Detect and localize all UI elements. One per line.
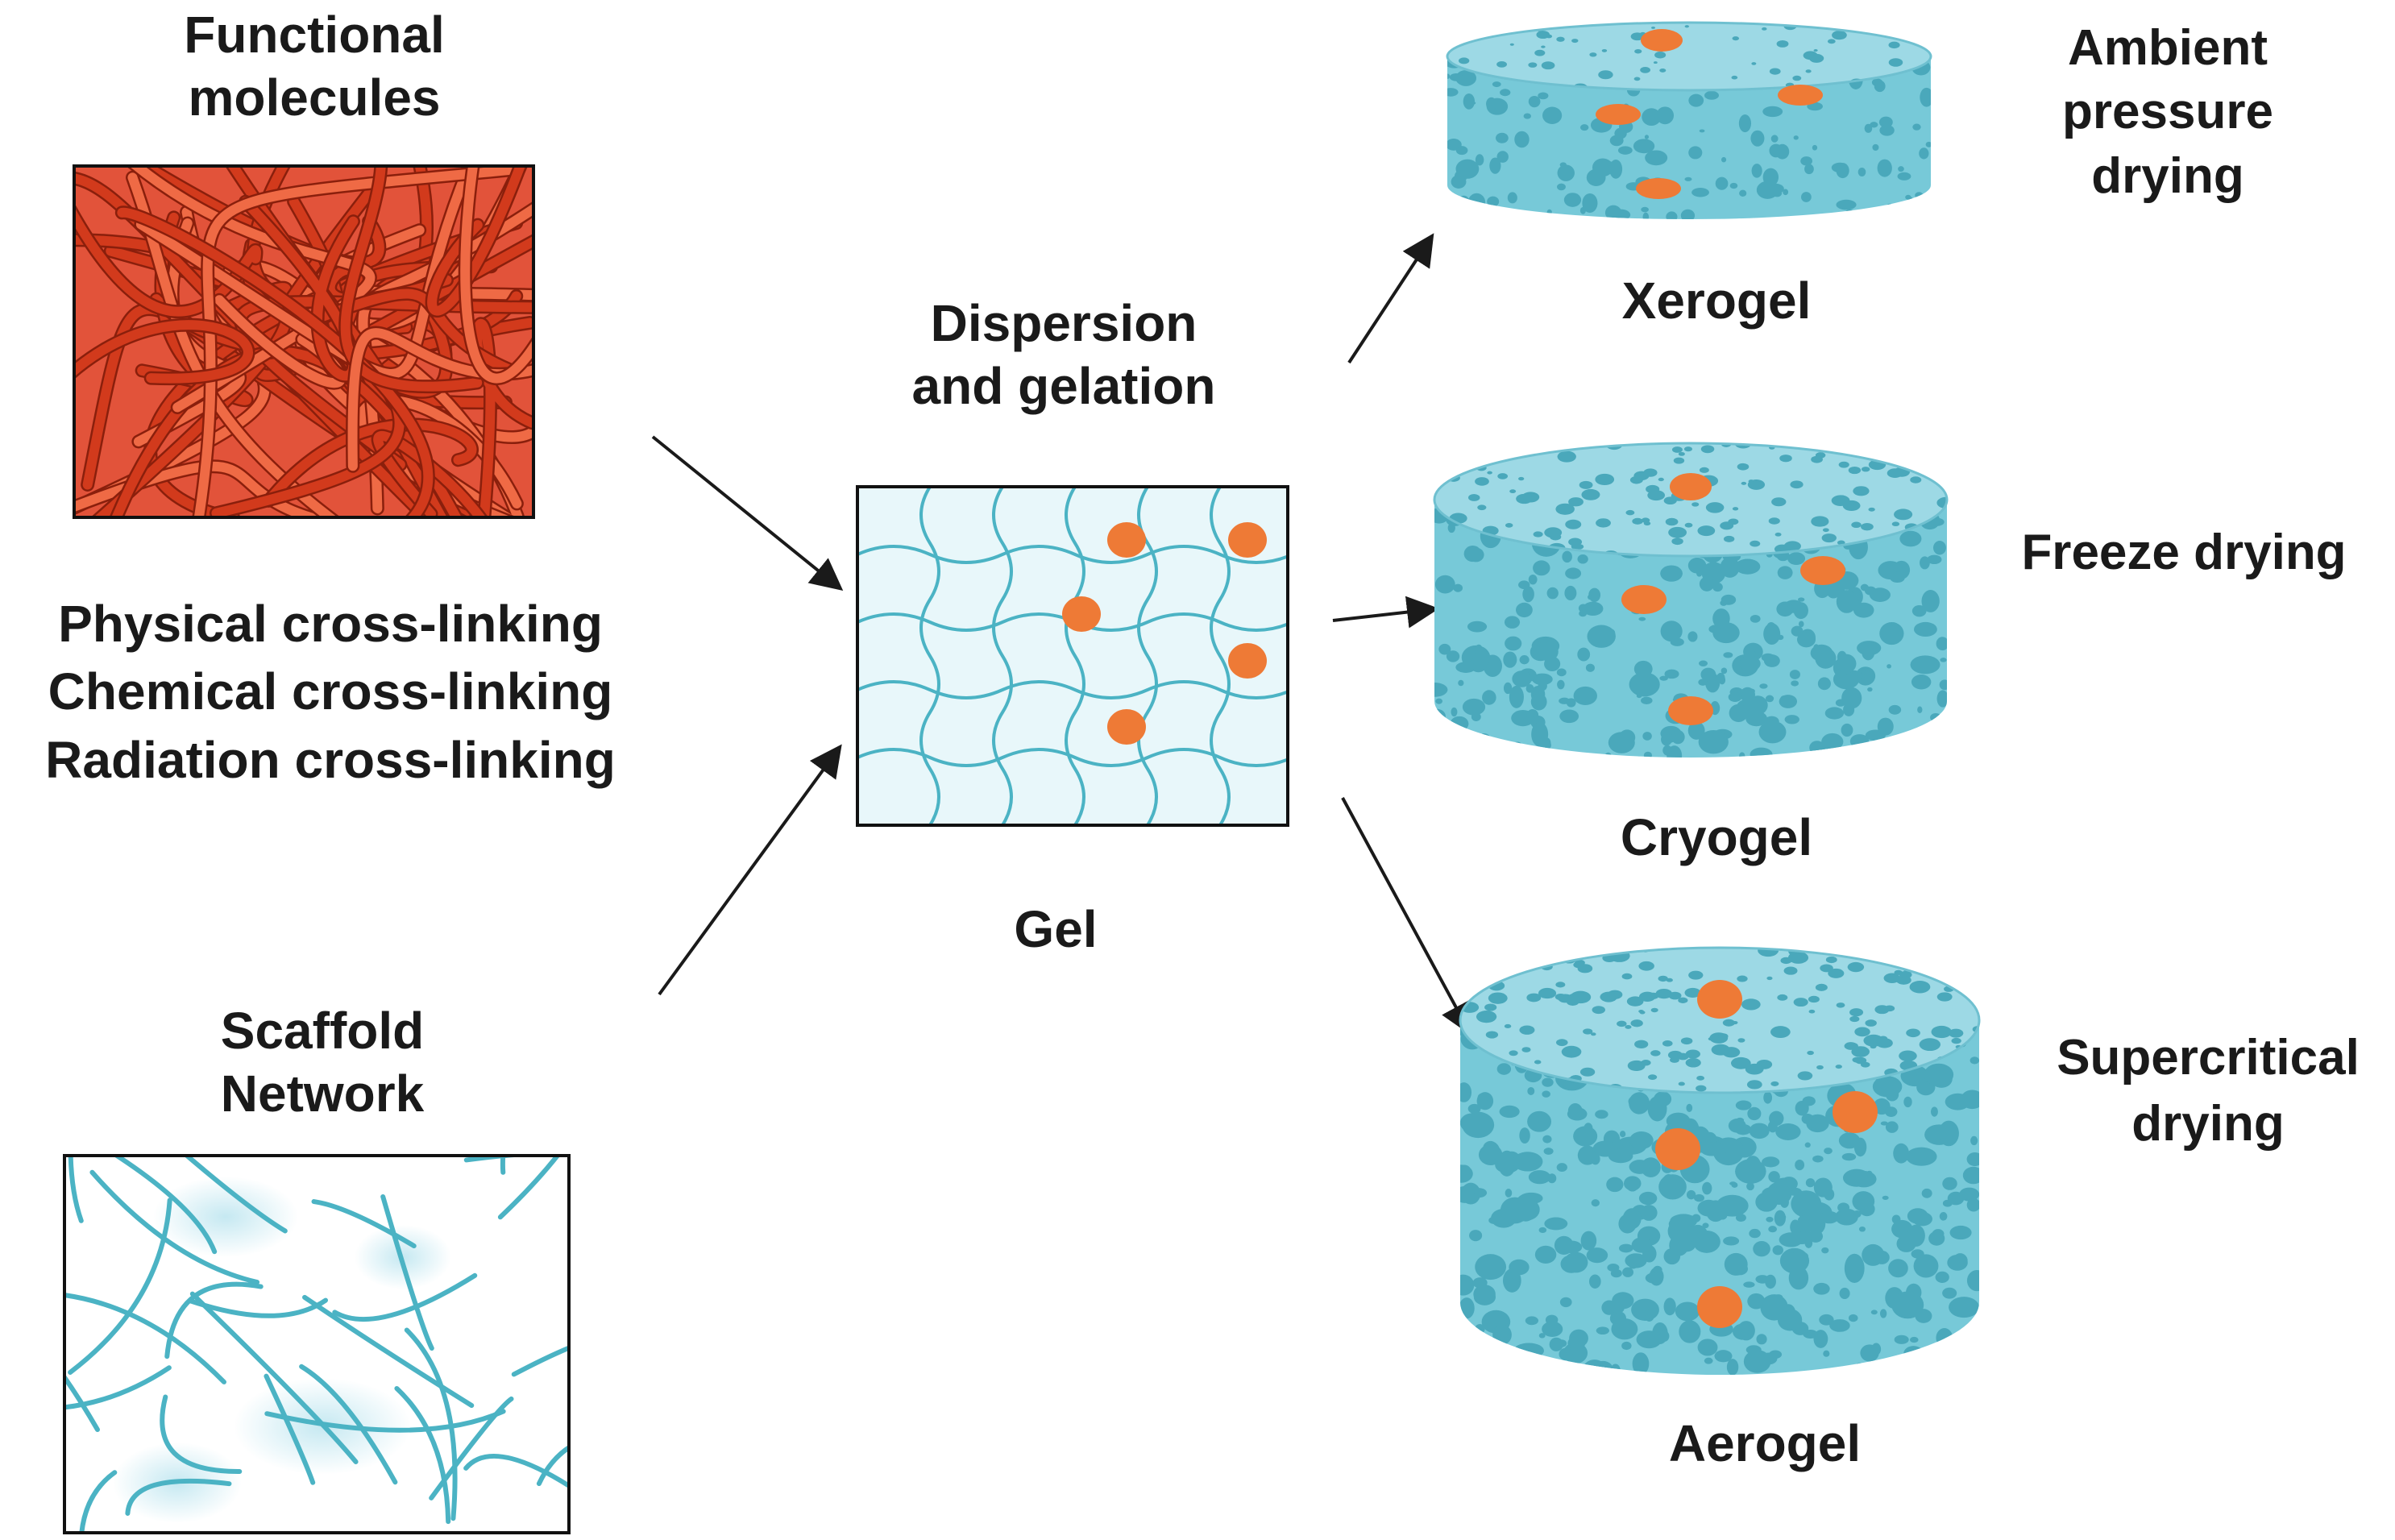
aerogel-image: [1459, 946, 1981, 1375]
functional-molecules-label: Functional molecules: [113, 3, 516, 129]
supercritical-drying-label: Supercritical drying: [2031, 1025, 2385, 1157]
freeze-drying-label: Freeze drying: [2021, 525, 2347, 580]
dispersion-line-2: and gelation: [911, 357, 1216, 416]
aerogel-particle: [1833, 1091, 1878, 1133]
ambient-pressure-drying-label: Ambient pressure drying: [2015, 16, 2321, 208]
cryogel-particle: [1670, 473, 1712, 500]
arrow-scaffold-to-gel: [658, 744, 842, 996]
scaffold-network-image: [63, 1154, 571, 1534]
dispersion-line-1: Dispersion: [930, 294, 1198, 352]
gel-label: Gel: [1014, 900, 1098, 958]
xerogel-particle: [1641, 29, 1683, 52]
ambient-line-1: Ambient: [2068, 20, 2268, 76]
scaffold-line-1: Scaffold: [220, 1002, 425, 1060]
arrow-gel-to-aerogel: [1341, 797, 1471, 1036]
cryogel-particle: [1800, 556, 1845, 585]
functional-molecules-image: [73, 164, 535, 519]
gel-particle: [1228, 522, 1267, 558]
aerogel-particle: [1697, 980, 1742, 1019]
functional-molecules-line-2: molecules: [188, 68, 441, 127]
gel-particle: [1107, 522, 1146, 558]
gel-particle: [1107, 709, 1146, 745]
scaffold-line-2: Network: [220, 1065, 425, 1123]
xerogel-particle: [1596, 104, 1641, 125]
gel-particle: [1228, 643, 1267, 679]
dispersion-label: Dispersion and gelation: [854, 292, 1273, 417]
xerogel-particle: [1778, 85, 1823, 106]
aerogel-label: Aerogel: [1668, 1414, 1862, 1472]
cryogel-particle: [1668, 696, 1713, 725]
crosslinking-label: Physical cross-linking Chemical cross-li…: [0, 590, 661, 794]
arrow-gel-to-xerogel: [1347, 233, 1434, 364]
ambient-line-3: drying: [2091, 147, 2244, 204]
xerogel-image: [1446, 21, 1932, 219]
cryogel-label: Cryogel: [1620, 808, 1813, 866]
chemical-crosslinking-text: Chemical cross-linking: [48, 662, 613, 721]
physical-crosslinking-text: Physical cross-linking: [58, 595, 603, 653]
gel-image: [856, 485, 1289, 827]
radiation-crosslinking-text: Radiation cross-linking: [45, 730, 616, 789]
arrow-functional-to-gel: [651, 435, 844, 592]
ambient-line-2: pressure: [2062, 84, 2273, 140]
xerogel-label: Xerogel: [1621, 272, 1812, 330]
aerogel-particle: [1697, 1286, 1742, 1328]
functional-molecules-line-1: Functional: [184, 6, 445, 64]
supercritical-line-1: Supercritical: [2057, 1030, 2360, 1085]
xerogel-particle: [1636, 178, 1681, 199]
arrow-gel-to-cryogel: [1332, 596, 1439, 629]
cryogel-image: [1433, 442, 1949, 758]
supercritical-line-2: drying: [2131, 1095, 2285, 1152]
gel-particle: [1062, 596, 1101, 632]
scaffold-network-label: Scaffold Network: [161, 999, 484, 1125]
cryogel-particle: [1621, 585, 1667, 614]
aerogel-particle: [1655, 1128, 1700, 1170]
